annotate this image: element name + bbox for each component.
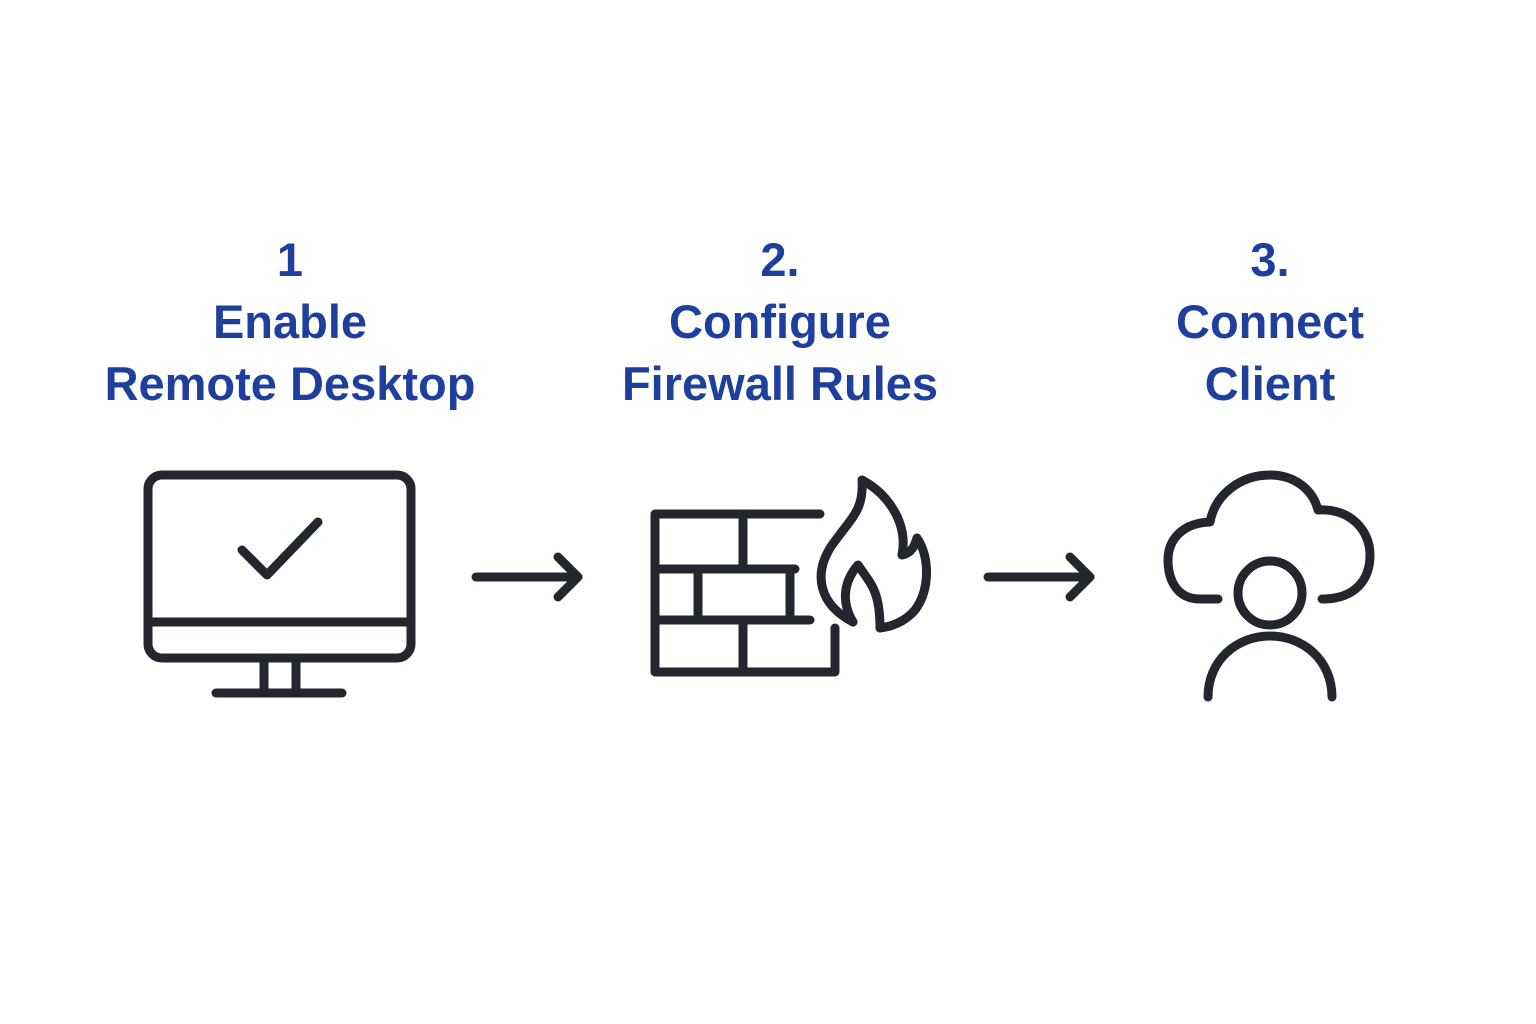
arrow-right-icon: [468, 550, 588, 605]
step-1-label: 1 Enable Remote Desktop: [60, 229, 520, 415]
step-3-title-line1: Connect: [1176, 295, 1364, 348]
step-2-title-line2: Firewall Rules: [621, 357, 939, 410]
step-3-title-line2: Client: [1204, 357, 1336, 410]
step-3-label: 3. Connect Client: [1120, 229, 1420, 415]
step-1-number: 1: [276, 233, 304, 286]
step-3-number: 3.: [1250, 233, 1290, 286]
step-2-number: 2.: [760, 233, 800, 286]
cloud-user-icon: [1150, 460, 1390, 710]
monitor-check-icon: [140, 465, 420, 705]
step-2-label: 2. Configure Firewall Rules: [585, 229, 975, 415]
step-2-title-line1: Configure: [669, 295, 891, 348]
arrow-right-icon: [980, 550, 1100, 605]
firewall-icon: [640, 465, 940, 685]
step-1-title-line1: Enable: [212, 295, 368, 348]
step-1-title-line2: Remote Desktop: [104, 357, 476, 410]
